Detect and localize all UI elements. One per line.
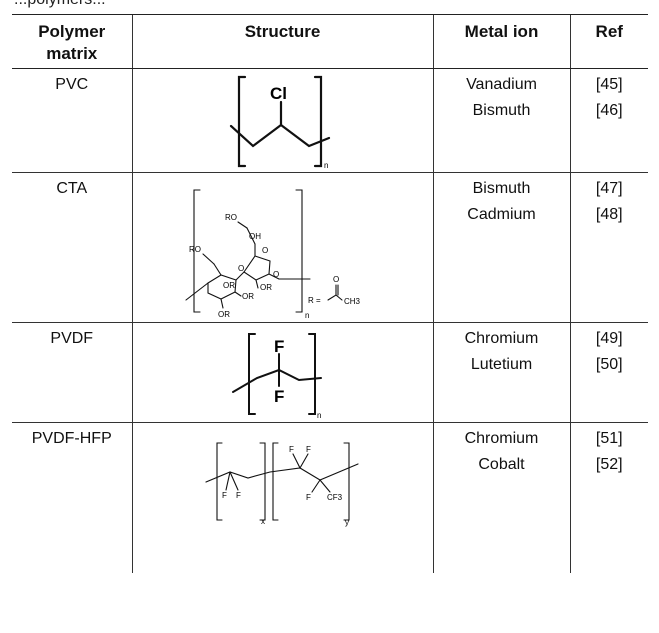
caption-text: ...polymers... xyxy=(14,0,106,9)
header-polymer-matrix: Polymer matrix xyxy=(12,14,132,69)
polymer-matrix-table: Polymer matrix Structure Metal ion Ref P… xyxy=(12,14,648,573)
caption-fragment: ...polymers... xyxy=(0,0,659,12)
pvdf-hfp-structure: F F F F F CF3 x y xyxy=(204,442,359,527)
x-subscript: x xyxy=(261,517,265,526)
references: [45] [46] xyxy=(569,68,648,173)
ring-oxygen-label: O xyxy=(262,246,268,255)
repeat-subscript: n xyxy=(324,161,328,170)
metal-ion: Chromium xyxy=(464,430,539,447)
polymer-name: PVDF-HFP xyxy=(31,430,112,447)
table-row: CTA xyxy=(12,172,648,323)
metal-ion: Chromium xyxy=(464,330,539,347)
metal-ions: Chromium Lutetium xyxy=(432,322,570,423)
pvdf-structure: F F n xyxy=(231,333,322,420)
metal-ion: Vanadium xyxy=(466,76,537,93)
table-row: PVDF-HFP F F xyxy=(12,422,648,573)
metal-ions: Bismuth Cadmium xyxy=(432,172,570,323)
table-row: PVDF F F n Chromium Lutetium xyxy=(12,322,648,423)
fluorine-label: F xyxy=(306,493,311,502)
structure-cell: RO OH RO O O O OR OR OR OR n R = O CH3 xyxy=(131,172,433,323)
reference: [47] xyxy=(595,180,623,197)
oh-label: OH xyxy=(249,232,261,241)
metal-ion: Cadmium xyxy=(467,206,536,223)
fluorine-label: F xyxy=(306,445,311,454)
or-label: OR xyxy=(242,292,254,301)
methyl-label: CH3 xyxy=(344,297,361,306)
header-ref: Ref xyxy=(569,14,648,69)
trifluoromethyl-label: CF3 xyxy=(327,493,343,502)
reference: [48] xyxy=(595,206,623,223)
header-row: Polymer matrix Structure Metal ion Ref xyxy=(12,14,648,69)
metal-ions: Chromium Cobalt xyxy=(432,422,570,573)
or-label: OR xyxy=(223,281,235,290)
reference: [51] xyxy=(595,430,623,447)
glycosidic-oxygen-label: O xyxy=(238,264,244,273)
cta-structure: RO OH RO O O O OR OR OR OR n R = O CH3 xyxy=(184,189,361,320)
pvc-structure: Cl n xyxy=(229,75,330,170)
reference: [46] xyxy=(595,102,623,119)
ro-label: RO xyxy=(225,213,237,222)
ro-label: RO xyxy=(189,245,201,254)
fluorine-label: F xyxy=(274,387,284,406)
structure-cell: F F n xyxy=(131,322,433,423)
fluorine-label: F xyxy=(222,491,227,500)
acyl-oxygen-label: O xyxy=(333,275,339,284)
ring-oxygen-label: O xyxy=(273,270,279,279)
table-row: PVC Cl n Vanadium Bismuth [45 xyxy=(12,68,648,173)
reference: [45] xyxy=(595,76,623,93)
references: [51] [52] xyxy=(569,422,648,573)
polymer-name: PVDF xyxy=(12,322,132,423)
repeat-subscript: n xyxy=(317,411,321,420)
r-definition-label: R = xyxy=(308,296,321,305)
references: [47] [48] xyxy=(569,172,648,323)
reference: [50] xyxy=(595,356,623,373)
fluorine-label: F xyxy=(236,491,241,500)
or-label: OR xyxy=(218,310,230,319)
header-structure: Structure xyxy=(131,14,433,69)
references: [49] [50] xyxy=(569,322,648,423)
polymer-name: CTA xyxy=(12,172,132,323)
structure-cell: F F F F F CF3 x y xyxy=(131,422,433,573)
reference: [49] xyxy=(595,330,623,347)
metal-ion: Lutetium xyxy=(470,356,533,373)
metal-ion: Cobalt xyxy=(478,456,525,473)
or-label: OR xyxy=(260,283,272,292)
chlorine-label: Cl xyxy=(270,84,287,103)
fluorine-label: F xyxy=(274,337,284,356)
metal-ion: Bismuth xyxy=(472,180,531,197)
metal-ions: Vanadium Bismuth xyxy=(432,68,570,173)
metal-ion: Bismuth xyxy=(472,102,531,119)
polymer-name: PVC xyxy=(12,68,132,173)
header-metal-ion: Metal ion xyxy=(432,14,570,69)
fluorine-label: F xyxy=(289,445,294,454)
y-subscript: y xyxy=(345,518,349,527)
structure-cell: Cl n xyxy=(131,68,433,173)
repeat-subscript: n xyxy=(305,311,309,320)
reference: [52] xyxy=(595,456,623,473)
